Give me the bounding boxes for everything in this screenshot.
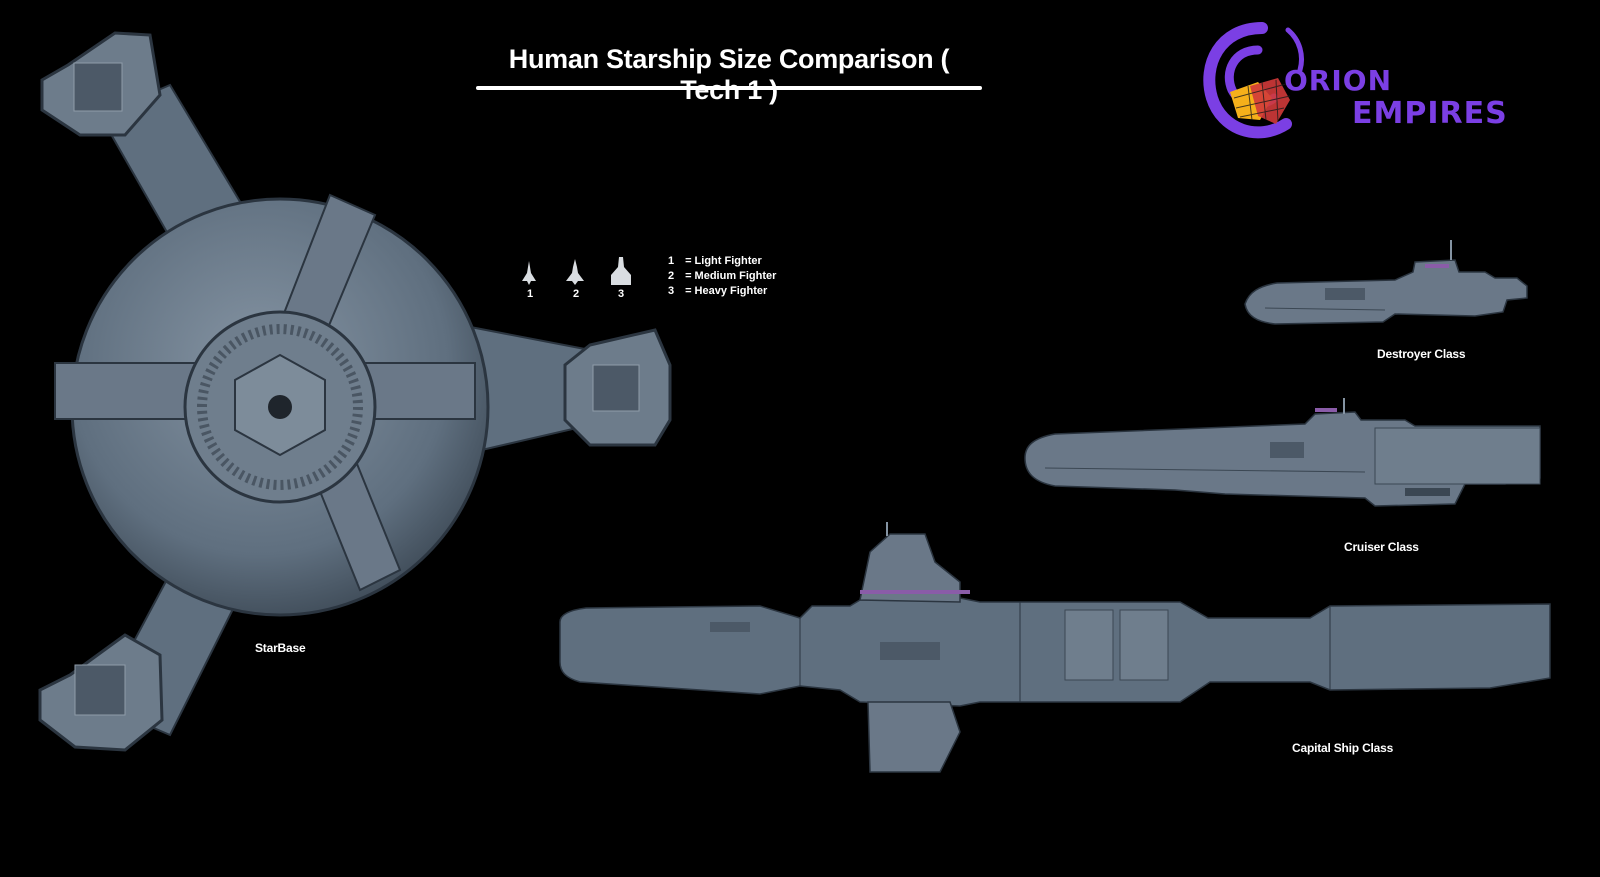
page-title: Human Starship Size Comparison ( Tech 1 … (508, 44, 950, 105)
legend-num: 2 (668, 270, 675, 282)
legend-num: 1 (668, 255, 675, 267)
fighter-number-3: 3 (617, 288, 625, 300)
heavy-fighter-icon (611, 257, 631, 285)
logo-text-orion: ORION (1284, 64, 1393, 97)
starbase-caption: StarBase (255, 641, 306, 655)
legend-num: 3 (668, 285, 675, 297)
destroyer-caption: Destroyer Class (1377, 347, 1466, 361)
fighter-legend: 1 = Light Fighter 2 = Medium Fighter 3 =… (668, 254, 776, 299)
cruiser-image (1024, 398, 1541, 507)
legend-label: = Heavy Fighter (685, 285, 768, 297)
fighter-number-2: 2 (572, 288, 580, 300)
orion-empires-logo: ORION EMPIRES (1200, 20, 1570, 140)
destroyer-image (1244, 240, 1528, 325)
cruiser-caption: Cruiser Class (1344, 540, 1419, 554)
legend-row: 3 = Heavy Fighter (668, 284, 776, 299)
legend-label: = Light Fighter (685, 255, 762, 267)
starbase-image (38, 31, 672, 752)
logo-text-empires: EMPIRES (1352, 96, 1508, 131)
legend-label: = Medium Fighter (685, 270, 777, 282)
capital-ship-caption: Capital Ship Class (1292, 741, 1394, 755)
legend-row: 2 = Medium Fighter (668, 269, 776, 284)
capital-ship-image (559, 522, 1551, 773)
medium-fighter-icon (566, 259, 584, 285)
fighter-number-1: 1 (526, 288, 534, 300)
legend-row: 1 = Light Fighter (668, 254, 776, 269)
logo-swirl-icon (1203, 22, 1304, 139)
title-underline (476, 86, 982, 90)
light-fighter-icon (522, 261, 536, 285)
